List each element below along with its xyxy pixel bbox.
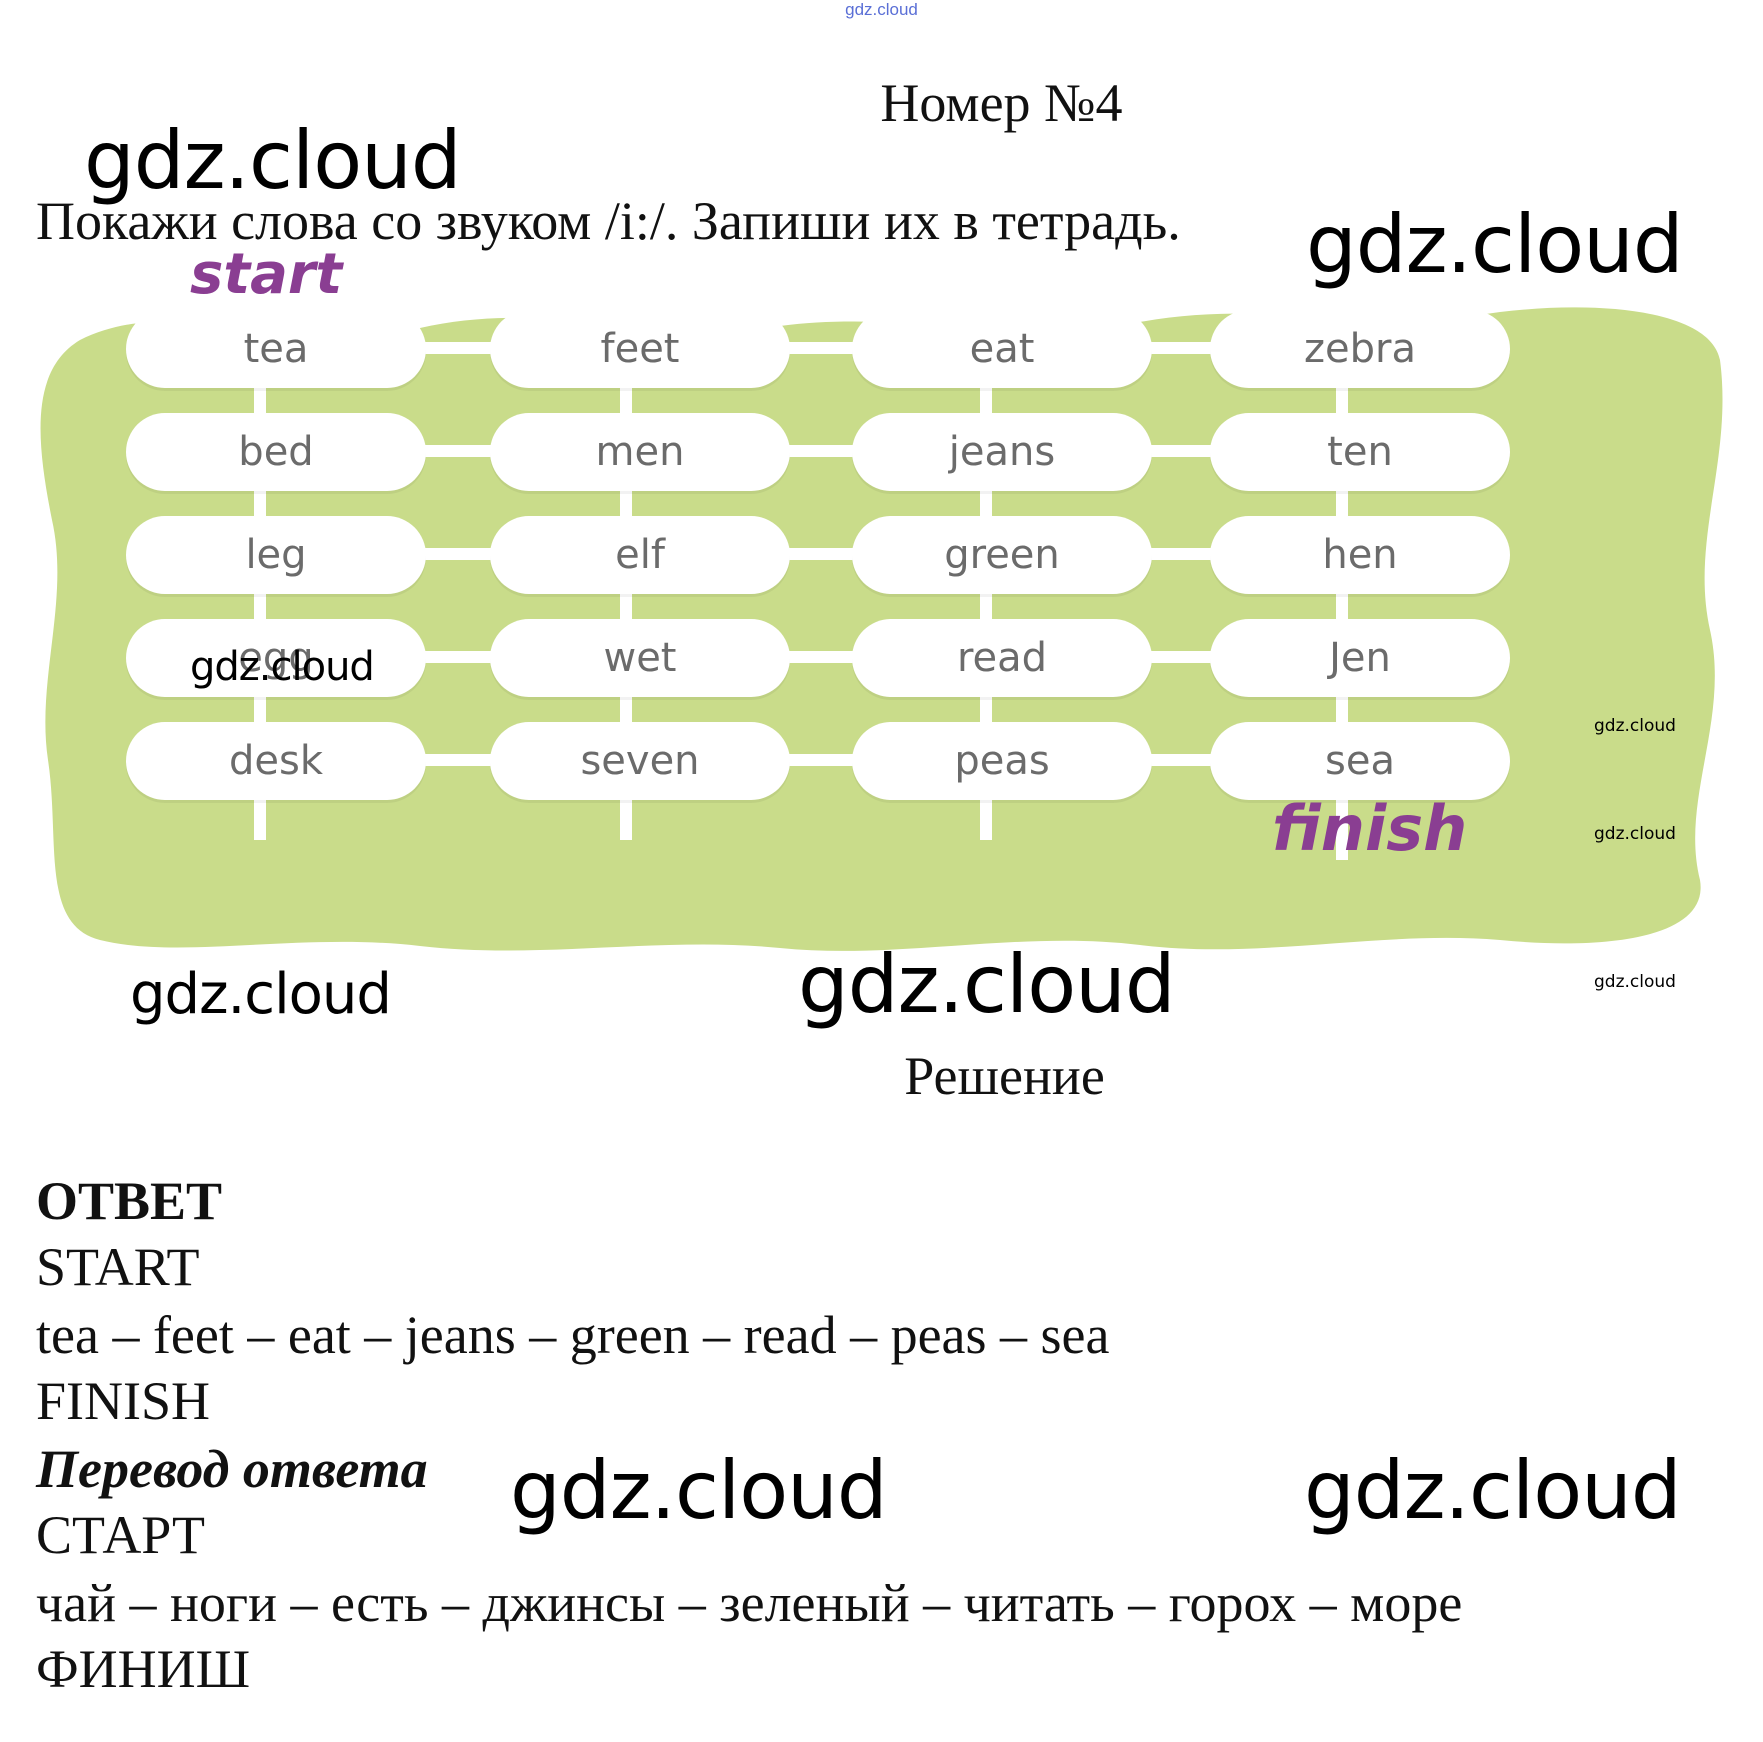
maze-word: read xyxy=(852,619,1152,697)
maze-word: ten xyxy=(1210,413,1510,491)
translation-path: чай – ноги – есть – джинсы – зеленый – ч… xyxy=(36,1573,1463,1633)
translation-start: СТАРТ xyxy=(36,1505,205,1565)
answer-heading: ОТВЕТ xyxy=(36,1171,223,1231)
maze-word: peas xyxy=(852,722,1152,800)
answer-start: START xyxy=(36,1237,200,1297)
watermark: gdz.cloud xyxy=(1594,716,1676,736)
maze-word: egg xyxy=(126,619,426,697)
maze-word: green xyxy=(852,516,1152,594)
watermark: gdz.cloud xyxy=(1304,1444,1682,1537)
maze-word: eat xyxy=(852,310,1152,388)
maze-word: men xyxy=(490,413,790,491)
watermark: gdz.cloud xyxy=(1594,824,1676,844)
maze-word: desk xyxy=(126,722,426,800)
watermark: gdz.cloud xyxy=(84,114,462,207)
site-link[interactable]: gdz.cloud xyxy=(845,0,918,19)
watermark: gdz.cloud xyxy=(1594,972,1676,992)
maze-word: seven xyxy=(490,722,790,800)
maze-word: bed xyxy=(126,413,426,491)
maze-word: Jen xyxy=(1210,619,1510,697)
start-label: start xyxy=(190,242,343,307)
maze-picture: start finish tea feet eat zebra bed men … xyxy=(40,242,1733,960)
maze-word: hen xyxy=(1210,516,1510,594)
maze-word: zebra xyxy=(1210,310,1510,388)
translation-finish: ФИНИШ xyxy=(36,1639,251,1699)
solution-heading: Решение xyxy=(904,1046,1105,1106)
finish-label: finish xyxy=(1272,792,1468,865)
translation-heading: Перевод ответа xyxy=(36,1439,428,1499)
watermark: gdz.cloud xyxy=(798,938,1176,1031)
watermark: gdz.cloud xyxy=(1306,198,1684,291)
maze-word: wet xyxy=(490,619,790,697)
watermark: gdz.cloud xyxy=(190,644,375,690)
watermark: gdz.cloud xyxy=(130,962,392,1027)
maze-word: feet xyxy=(490,310,790,388)
page-title: Номер №4 xyxy=(880,73,1123,133)
task-text: Покажи слова со звуком /i:/. Запиши их в… xyxy=(36,191,1181,251)
answer-finish: FINISH xyxy=(36,1371,211,1431)
maze-word: leg xyxy=(126,516,426,594)
maze-word: tea xyxy=(126,310,426,388)
watermark: gdz.cloud xyxy=(510,1444,888,1537)
answer-path: tea – feet – eat – jeans – green – read … xyxy=(36,1305,1110,1365)
maze-word: sea xyxy=(1210,722,1510,800)
maze-word: elf xyxy=(490,516,790,594)
maze-word: jeans xyxy=(852,413,1152,491)
